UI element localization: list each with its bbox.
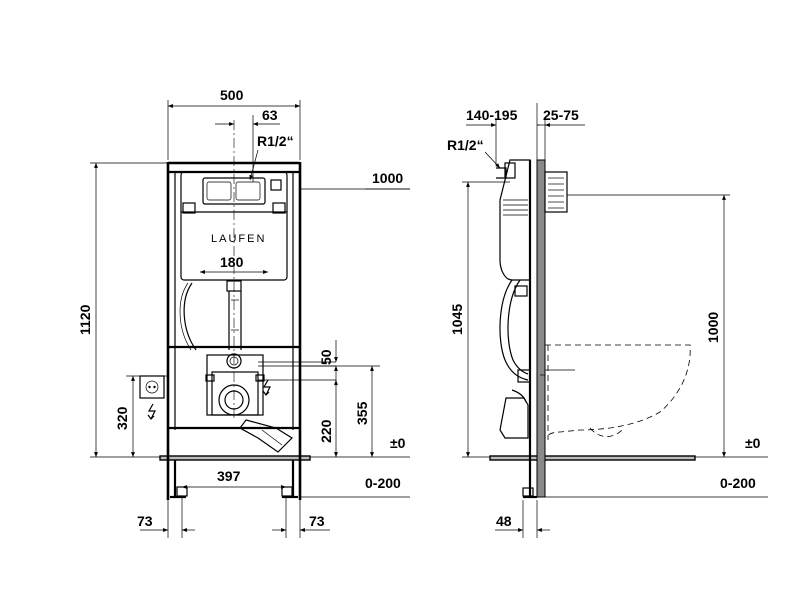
- dim-1120: 1120: [77, 162, 168, 458]
- dim-220: 220: [318, 380, 338, 457]
- brand-label: LAUFEN: [211, 233, 266, 245]
- dim-1000-side: 1000: [567, 194, 730, 457]
- dim-adjust-side: 0-200: [545, 475, 768, 498]
- dim-320-label: 320: [114, 406, 130, 430]
- side-actuator: [544, 171, 568, 213]
- thread-front-label: R1/2“: [257, 133, 294, 149]
- dim-1000-side-label: 1000: [705, 312, 721, 343]
- dim-397: 397: [182, 468, 286, 489]
- dim-width-500: 500: [167, 87, 301, 160]
- dim-50: 50: [318, 340, 338, 386]
- adjust-side-label: 0-200: [720, 475, 756, 491]
- cistern: LAUFEN: [180, 120, 288, 420]
- dim-48: 48: [495, 500, 550, 538]
- dim-73-right-label: 73: [309, 513, 325, 529]
- dim-adjust-front: 0-200: [300, 475, 410, 498]
- dim-180: 180: [200, 254, 268, 274]
- socket-bolt-icon: [147, 403, 156, 420]
- dim-1045: 1045: [449, 181, 510, 458]
- dim-355-label: 355: [354, 401, 370, 425]
- dim-1000-front: 1000: [300, 170, 410, 190]
- electric-bolt-icon: [262, 379, 271, 396]
- dim-50-label: 50: [318, 349, 334, 365]
- dim-63-label: 63: [262, 107, 278, 123]
- flush-button-right: [235, 181, 261, 201]
- power-socket-icon: [139, 375, 165, 399]
- dim-320: 320: [114, 375, 168, 457]
- thread-side-label: R1/2“: [447, 137, 484, 153]
- dim-25-75: 25-75: [537, 107, 585, 165]
- side-flush-pipe: [499, 279, 531, 439]
- dim-1000-front-label: 1000: [372, 170, 403, 186]
- dim-1120-label: 1120: [77, 304, 93, 335]
- dim-73-left-label: 73: [137, 513, 153, 529]
- side-floor-line: [489, 455, 696, 461]
- dim-500-label: 500: [220, 87, 244, 103]
- side-view: 140-195 25-75 R1/2“ 1045 1000 ±0: [447, 103, 768, 538]
- connection-bracket: [205, 353, 336, 453]
- side-cistern: [496, 159, 531, 281]
- dim-397-label: 397: [217, 468, 241, 484]
- dim-140-195: 140-195: [466, 103, 540, 165]
- dim-63: 63: [215, 107, 280, 182]
- thread-callout-side: R1/2“: [447, 137, 501, 169]
- front-floor-line: [159, 455, 311, 461]
- adjust-front-label: 0-200: [365, 475, 401, 491]
- front-frame: [166, 161, 302, 500]
- thread-callout-front: R1/2“: [249, 133, 294, 181]
- dim-355: 355: [300, 365, 380, 457]
- zero-front-label: ±0: [390, 435, 406, 451]
- front-view: LAUFEN: [77, 87, 410, 538]
- dim-1045-label: 1045: [449, 304, 465, 335]
- zero-side-label: ±0: [745, 435, 761, 451]
- dim-180-label: 180: [220, 254, 244, 270]
- dim-25-75-label: 25-75: [543, 107, 579, 123]
- toilet-bowl-outline: [540, 344, 691, 440]
- dim-48-label: 48: [496, 513, 512, 529]
- dim-73-right: 73: [272, 497, 330, 538]
- dim-73-left: 73: [137, 497, 195, 538]
- dim-140-195-label: 140-195: [466, 107, 518, 123]
- side-wall: [536, 159, 546, 498]
- dim-zero-side: ±0: [695, 435, 768, 458]
- flush-button-left: [206, 181, 232, 201]
- dim-220-label: 220: [318, 419, 334, 443]
- flush-pipe: [179, 282, 242, 351]
- dim-zero-front: ±0: [310, 435, 410, 458]
